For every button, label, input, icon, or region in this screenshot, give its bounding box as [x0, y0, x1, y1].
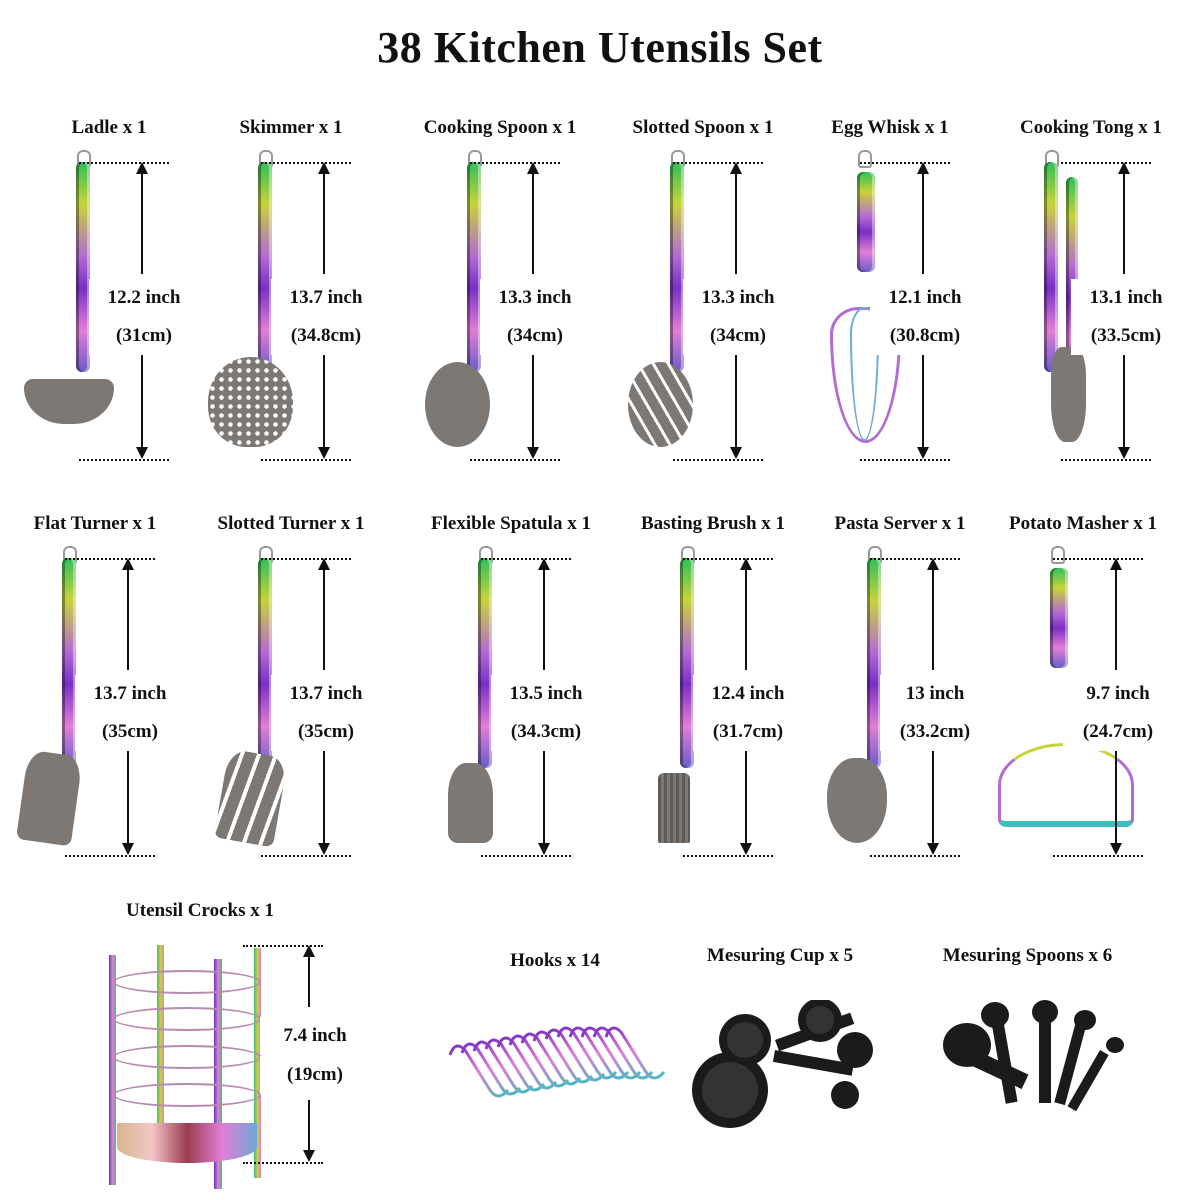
pasta-server-height-inch: 13 inch [880, 675, 990, 713]
spoon-item: Cooking Spoon x 1 13.3 inch (34cm) [405, 117, 595, 477]
pasta-server-label: Pasta Server x 1 [834, 513, 966, 534]
ladle-height-cm: (31cm) [89, 317, 199, 355]
spoon-label: Cooking Spoon x 1 [423, 117, 577, 138]
spoon-height-cm: (34cm) [480, 317, 590, 355]
pasta-server-height-cm: (33.2cm) [880, 713, 990, 751]
slotted-spoon-height-cm: (34cm) [683, 317, 793, 355]
page-title: 38 Kitchen Utensils Set [377, 23, 823, 72]
whisk-item: Egg Whisk x 1 12.1 inch (30.8cm) [795, 117, 985, 477]
turner-label: Flat Turner x 1 [33, 513, 157, 534]
whisk-height-inch: 12.1 inch [870, 279, 980, 317]
tong-height-cm: (33.5cm) [1071, 317, 1181, 355]
brush-image [618, 513, 748, 853]
spatula-height-cm: (34.3cm) [491, 713, 601, 751]
masher-height-cm: (24.7cm) [1063, 713, 1173, 751]
whisk-label: Egg Whisk x 1 [831, 117, 949, 138]
slotted-spoon-image [608, 117, 738, 457]
spatula-label: Flexible Spatula x 1 [431, 513, 591, 534]
measuring-cups-item: Mesuring Cup x 5 [680, 945, 880, 1145]
skimmer-height-inch: 13.7 inch [271, 279, 381, 317]
utensil-crock-item: Utensil Crocks x 1 7.4 inch (19cm) [95, 900, 385, 1200]
ladle-item: Ladle x 1 12.2 inch (31cm) [14, 117, 204, 477]
skimmer-item: Skimmer x 1 13.7 inch (34.8cm) [196, 117, 386, 477]
turner-height-inch: 13.7 inch [75, 675, 185, 713]
tong-label: Cooking Tong x 1 [1019, 117, 1163, 138]
utensil-crock-image [109, 945, 269, 1190]
utensil-crock-label: Utensil Crocks x 1 [126, 900, 274, 921]
brush-height-inch: 12.4 inch [693, 675, 803, 713]
masher-label: Potato Masher x 1 [1009, 513, 1157, 534]
turner-height-cm: (35cm) [75, 713, 185, 751]
crock-height-inch: 7.4 inch [260, 1017, 370, 1055]
turner-image [0, 513, 130, 853]
ladle-height-inch: 12.2 inch [89, 279, 199, 317]
tong-item: Cooking Tong x 1 13.1 inch (33.5cm) [996, 117, 1186, 477]
hooks-item: Hooks x 14 [445, 950, 665, 1130]
slotted-spoon-item: Slotted Spoon x 1 13.3 inch (34cm) [608, 117, 798, 477]
measuring-cups-label: Mesuring Cup x 5 [706, 945, 854, 966]
masher-height-inch: 9.7 inch [1063, 675, 1173, 713]
slotted-turner-height-inch: 13.7 inch [271, 675, 381, 713]
pasta-server-image [805, 513, 935, 853]
spoon-image [405, 117, 535, 457]
whisk-height-cm: (30.8cm) [870, 317, 980, 355]
hooks-label: Hooks x 14 [510, 950, 600, 971]
ladle-label: Ladle x 1 [71, 117, 147, 138]
spatula-height-inch: 13.5 inch [491, 675, 601, 713]
measuring-spoons-image [943, 1000, 1124, 1112]
brush-item: Basting Brush x 1 12.4 inch (31.7cm) [618, 513, 808, 873]
brush-height-cm: (31.7cm) [693, 713, 803, 751]
brush-label: Basting Brush x 1 [640, 513, 786, 534]
crock-height-cm: (19cm) [260, 1056, 370, 1094]
whisk-image [795, 117, 925, 457]
spoon-height-inch: 13.3 inch [480, 279, 590, 317]
slotted-turner-label: Slotted Turner x 1 [217, 513, 365, 534]
tong-image [996, 117, 1126, 457]
slotted-turner-item: Slotted Turner x 1 13.7 inch (35cm) [196, 513, 386, 873]
measuring-spoons-label: Mesuring Spoons x 6 [942, 945, 1113, 966]
pasta-server-item: Pasta Server x 1 13 inch (33.2cm) [805, 513, 995, 873]
spatula-item: Flexible Spatula x 1 13.5 inch (34.3cm) [416, 513, 606, 873]
hooks-image [448, 1026, 665, 1098]
tong-height-inch: 13.1 inch [1071, 279, 1181, 317]
masher-item: Potato Masher x 1 9.7 inch (24.7cm) [988, 513, 1178, 873]
skimmer-label: Skimmer x 1 [239, 117, 343, 138]
slotted-turner-image [196, 513, 326, 853]
skimmer-image [196, 117, 326, 457]
slotted-spoon-height-inch: 13.3 inch [683, 279, 793, 317]
turner-item: Flat Turner x 1 13.7 inch (35cm) [0, 513, 190, 873]
measuring-spoons-item: Mesuring Spoons x 6 [925, 945, 1130, 1145]
slotted-turner-height-cm: (35cm) [271, 713, 381, 751]
ladle-image [14, 117, 144, 457]
measuring-cups-image [692, 1000, 873, 1128]
slotted-spoon-label: Slotted Spoon x 1 [632, 117, 774, 138]
skimmer-height-cm: (34.8cm) [271, 317, 381, 355]
spatula-image [416, 513, 546, 853]
